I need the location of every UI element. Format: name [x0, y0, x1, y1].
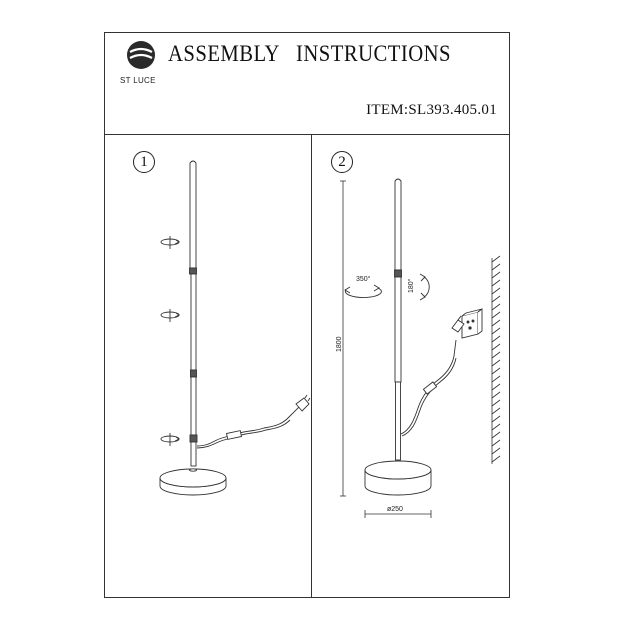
step-1-label: 1: [133, 151, 155, 173]
plug-icon: [451, 315, 465, 333]
page-frame: [104, 32, 510, 598]
height-dimension: [340, 180, 346, 497]
height-value: 1800: [336, 336, 343, 352]
step-1-lamp: [159, 160, 311, 496]
item-code: ITEM:SL393.405.01: [366, 102, 497, 118]
step-2-lamp: [364, 178, 457, 496]
header-divider: [104, 134, 510, 135]
page-title: ASSEMBLY INSTRUCTIONS: [168, 41, 451, 66]
rotation-vertical-value: 180°: [407, 278, 415, 293]
rotation-350-icon: [344, 284, 382, 298]
step-2-label: 2: [331, 151, 353, 173]
steps-divider: [311, 134, 312, 598]
rotation-horizontal-value: 350°: [356, 275, 371, 283]
twist-arrow-icon: [160, 236, 180, 446]
rotation-180-icon: [419, 273, 430, 301]
st-luce-logo-icon: [127, 41, 155, 69]
base-diameter-value: ø250: [387, 506, 403, 513]
wall-hatch: [491, 255, 501, 464]
brand-name: ST LUCE: [120, 76, 156, 85]
wall-socket-icon: [461, 308, 483, 339]
base-diameter-dimension: [364, 510, 432, 518]
